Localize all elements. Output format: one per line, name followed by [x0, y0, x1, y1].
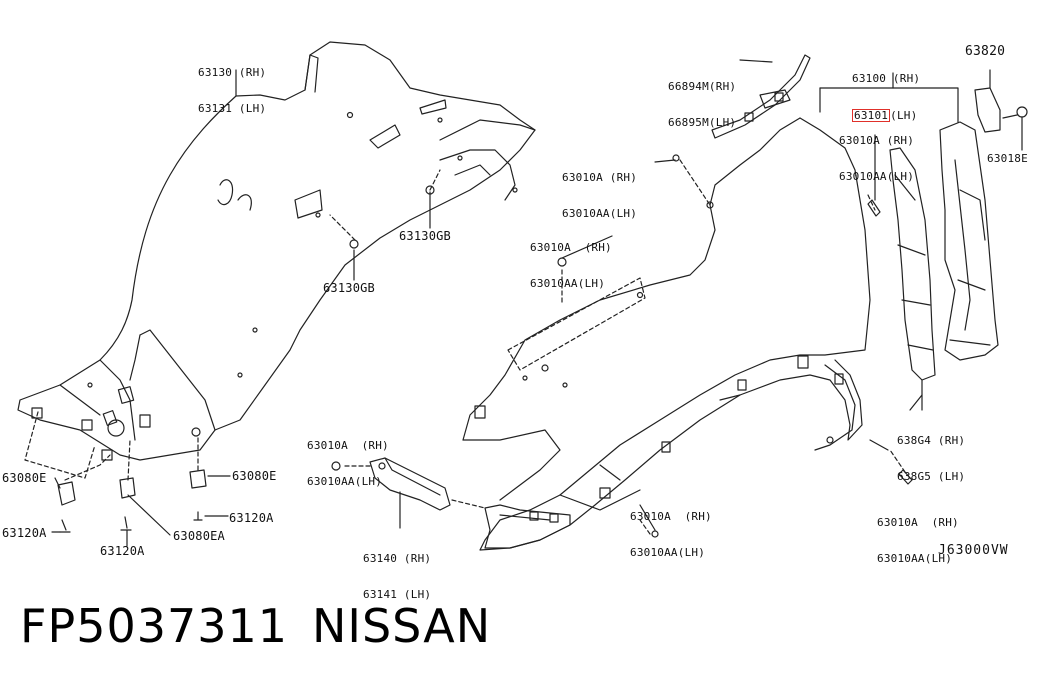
label-line: 63010AA(LH) — [839, 170, 915, 183]
diagram-code: J63000VW — [938, 543, 1009, 558]
label-63080e-right: 63080E — [232, 469, 277, 483]
seal-strip-drawing — [711, 54, 811, 139]
front-fender-drawing — [462, 117, 871, 551]
fender-dashed-leaders — [507, 159, 906, 535]
label-63130-63131: 63130 (RH) 63131 (LH) — [198, 43, 266, 127]
label-line: 63010AA(LH) — [877, 552, 953, 565]
label-66894m-66895m: 66894M(RH) 66895M(LH) — [668, 57, 736, 141]
label-line: 63100 (RH) — [852, 72, 921, 85]
label-63130gb-upper: 63130GB — [399, 229, 451, 243]
liner-fasteners — [57, 185, 435, 533]
label-line: 63010AA(LH) — [307, 475, 383, 488]
label-63010-a: 63010A (RH) 63010AA(LH) — [562, 148, 637, 232]
label-line: 63010A (RH) — [630, 510, 712, 523]
label-63140-63141: 63140 (RH) 63141 (LH) — [363, 529, 431, 613]
label-line: 63131 (LH) — [198, 102, 267, 115]
label-line: 63010AA(LH) — [562, 207, 638, 220]
label-63010-f: 63010A (RH) 63010AA(LH) — [877, 493, 959, 577]
label-line: 63010AA(LH) — [630, 546, 706, 559]
label-63010-d: 63010A (RH) 63010AA(LH) — [307, 416, 389, 500]
fender-liner-drawing — [17, 41, 536, 461]
label-63100-63101: 63100 (RH) 63101(LH) — [852, 49, 920, 134]
label-63010-b: 63010A (RH) 63010AA(LH) — [839, 111, 914, 195]
label-63010-e: 63010A (RH) 63010AA(LH) — [630, 487, 712, 571]
label-63080ea: 63080EA — [173, 529, 225, 543]
label-63820: 63820 — [965, 44, 1006, 59]
label-638g4-638g5: 638G4 (RH) 638G5 (LH) — [897, 411, 965, 495]
label-line: 63010A (RH) — [307, 439, 389, 452]
label-63010-c: 63010A (RH) 63010AA(LH) — [530, 218, 612, 302]
bracket-63140-drawing — [331, 457, 486, 529]
label-line: 63010A (RH) — [839, 134, 915, 147]
label-63080e-left: 63080E — [2, 471, 47, 485]
label-line: 63141 (LH) — [363, 588, 432, 601]
fender-fasteners — [557, 154, 913, 538]
fender-leaders — [561, 159, 923, 531]
label-line: 63010AA(LH) — [530, 277, 606, 290]
liner-leaders — [51, 69, 431, 547]
label-side: (LH) — [890, 109, 918, 122]
label-line: 63010A (RH) — [530, 241, 612, 254]
label-line: 638G4 (RH) — [897, 434, 966, 447]
label-line: 63101(LH) — [852, 109, 920, 122]
label-63120a-middle: 63120A — [100, 544, 145, 558]
part-number: FP5037311 — [20, 599, 289, 653]
label-line: 63130 (RH) — [198, 66, 267, 79]
label-63130gb-lower: 63130GB — [323, 281, 375, 295]
label-line: 66894M(RH) — [668, 80, 737, 93]
group-bracket-63100 — [819, 72, 959, 201]
highlighted-part-63101[interactable]: 63101 — [852, 109, 891, 122]
label-line: 63140 (RH) — [363, 552, 432, 565]
part-63820-drawing — [974, 69, 1028, 151]
label-63120a-right: 63120A — [229, 511, 274, 525]
lower-molding-drawing — [484, 504, 571, 549]
label-line: 63010A (RH) — [877, 516, 959, 529]
brand-name: NISSAN — [312, 599, 492, 653]
side-panel-drawing — [939, 121, 999, 361]
label-63018e: 63018E — [987, 152, 1028, 165]
label-line: 63010A (RH) — [562, 171, 638, 184]
label-line: 66895M(LH) — [668, 116, 737, 129]
label-63120a-left: 63120A — [2, 526, 47, 540]
label-line: 638G5 (LH) — [897, 470, 966, 483]
